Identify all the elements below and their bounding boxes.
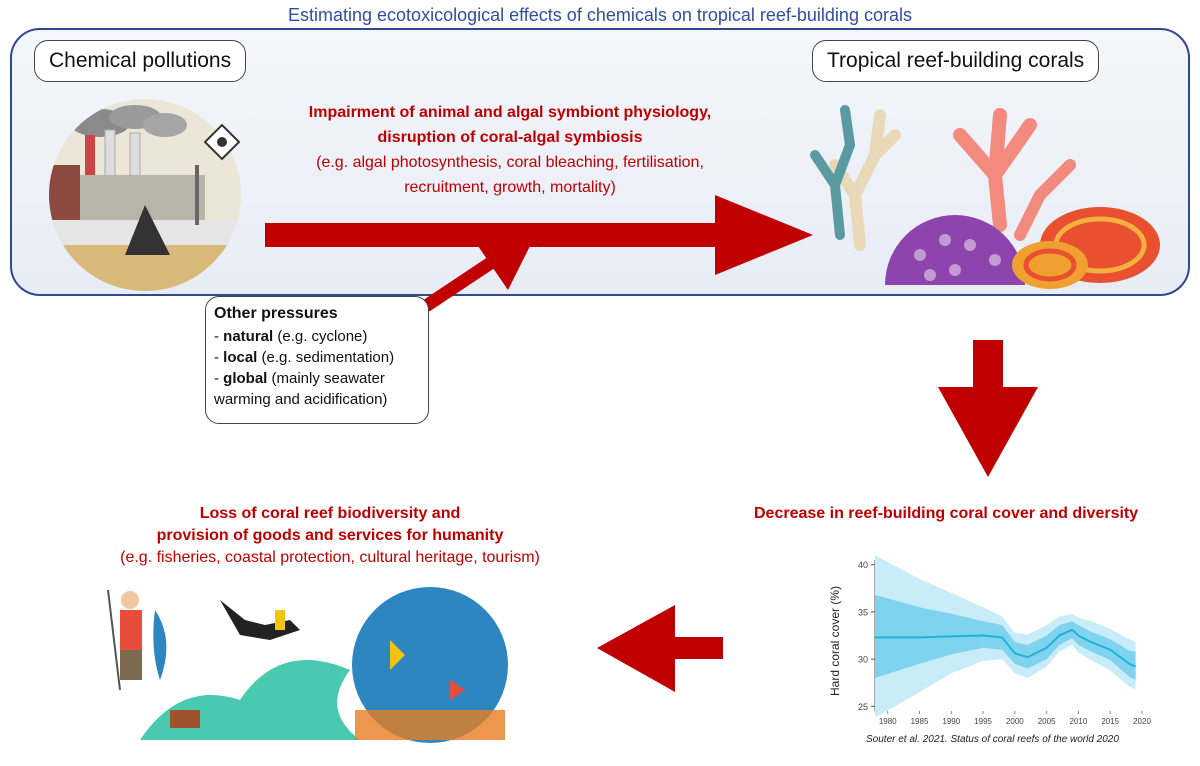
x-tick-label: 1990 [942, 717, 960, 726]
x-tick-label: 1980 [879, 717, 897, 726]
chart-ylabel: Hard coral cover (%) [828, 586, 842, 696]
y-tick-label: 30 [858, 655, 868, 665]
humanity-illustration [107, 587, 508, 743]
chemical-pollutions-label: Chemical pollutions [34, 40, 247, 82]
tropical-corals-label: Tropical reef-building corals [812, 40, 1100, 82]
local-rest: (e.g. sedimentation) [257, 349, 395, 366]
natural-rest: (e.g. cyclone) [273, 328, 368, 345]
local-key: local [223, 349, 258, 366]
global-rest: (mainly seawater [267, 370, 385, 387]
loss-line2: provision of goods and services for huma… [156, 527, 504, 544]
main-arrow [265, 195, 813, 275]
impairment-examples1: (e.g. algal photosynthesis, coral bleach… [316, 154, 704, 171]
impairment-text: Impairment of animal and algal symbiont … [250, 100, 770, 200]
pressure-arrow [422, 246, 530, 312]
x-tick-label: 2020 [1133, 717, 1151, 726]
x-tick-label: 1995 [974, 717, 992, 726]
x-tick-label: 2000 [1006, 717, 1024, 726]
x-tick-label: 2015 [1101, 717, 1119, 726]
down-arrow [938, 340, 1038, 477]
inner-band [875, 594, 1136, 680]
decrease-text: Decrease in reef-building coral cover an… [754, 505, 1139, 522]
loss-line1: Loss of coral reef biodiversity and [199, 505, 461, 522]
x-tick-label: 2010 [1070, 717, 1088, 726]
impairment-line2: disruption of coral-algal symbiosis [377, 129, 643, 146]
pressure-global: - global (mainly seawater [214, 370, 385, 387]
impairment-examples2: recruitment, growth, mortality) [404, 179, 616, 196]
pollution-illustration [49, 99, 241, 291]
y-tick-label: 40 [858, 560, 868, 570]
loss-examples: (e.g. fisheries, coastal protection, cul… [120, 549, 540, 566]
global-key: global [223, 370, 268, 387]
pressure-local: - local (e.g. sedimentation) [214, 349, 395, 366]
coral-illustration [810, 105, 1160, 289]
hard-coral-cover-chart: Hard coral cover (%) 25 30 35 40 1980 1985 199… [828, 555, 1151, 726]
y-tick-label: 25 [858, 702, 868, 712]
natural-key: natural [223, 328, 274, 345]
other-pressures-heading: Other pressures [214, 305, 338, 322]
y-tick-label: 35 [858, 607, 868, 617]
loss-text: Loss of coral reef biodiversity and prov… [120, 503, 540, 569]
chart-citation: Souter et al. 2021. Status of coral reef… [866, 734, 1119, 745]
diagram-title: Estimating ecotoxicological effects of c… [288, 5, 912, 25]
left-arrow [597, 605, 723, 692]
pressure-global-cont: warming and acidification) [214, 391, 388, 408]
x-tick-label: 2005 [1038, 717, 1056, 726]
other-pressures-box: Other pressures - natural (e.g. cyclone)… [205, 296, 429, 424]
x-tick-label: 1985 [911, 717, 929, 726]
series-line [875, 628, 1137, 668]
pressure-natural: - natural (e.g. cyclone) [214, 328, 368, 345]
impairment-line1: Impairment of animal and algal symbiont … [308, 104, 712, 121]
